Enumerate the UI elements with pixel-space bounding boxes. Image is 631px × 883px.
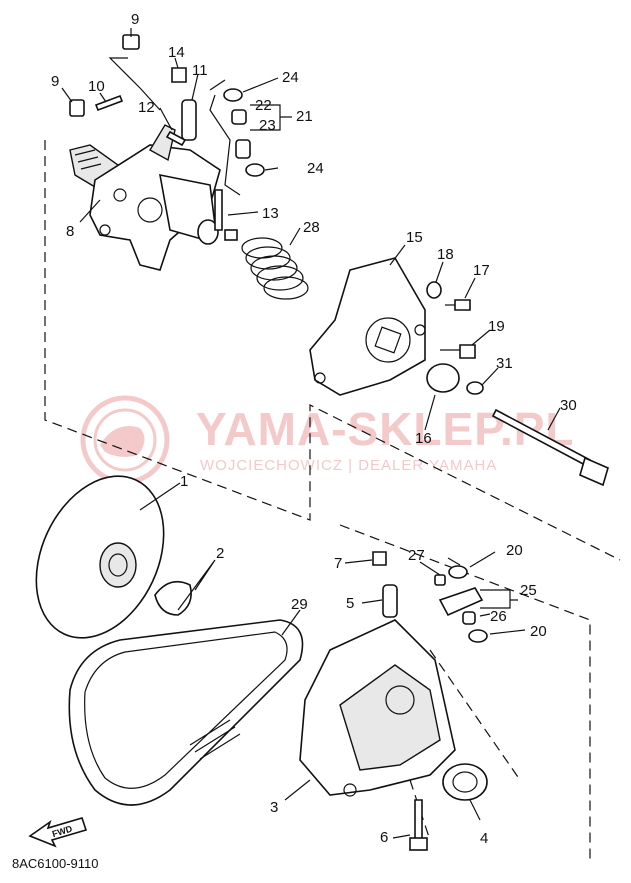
bushing-part-26 <box>462 611 476 625</box>
callout-17: 17 <box>473 262 490 279</box>
callout-26: 26 <box>490 608 507 625</box>
callout-5: 5 <box>346 595 354 612</box>
callout-16: 16 <box>415 430 432 447</box>
lower-small-parts <box>372 551 488 851</box>
washer-part-24a <box>223 88 243 102</box>
callout-21: 21 <box>296 108 313 125</box>
watermark-logo-icon <box>80 395 170 485</box>
callout-22: 22 <box>255 97 272 114</box>
pin-part-27 <box>434 574 446 586</box>
callout-27: 27 <box>408 547 425 564</box>
bushing-part-22 <box>231 109 247 125</box>
callout-3: 3 <box>270 799 278 816</box>
washer-part-24b <box>245 163 265 177</box>
primary-sliding-sheave-part-8 <box>69 124 221 271</box>
washer-part-20a <box>448 565 468 579</box>
watermark-title: YAMA-SKLEP.PL <box>196 403 575 455</box>
diagram-code: 8AC6100-9110 <box>12 856 99 871</box>
fwd-arrow-icon: FWD <box>28 817 88 848</box>
callout-11: 11 <box>192 62 208 79</box>
callout-8: 8 <box>66 223 74 240</box>
secondary-sliding-sheave-part-3 <box>299 619 456 797</box>
assembly-boundary-lines <box>44 140 621 860</box>
bolt-part-6 <box>414 799 423 841</box>
bolt-part-19 <box>459 344 476 359</box>
primary-sheave-cap-part-15 <box>309 257 426 396</box>
bushing-part-16 <box>426 363 460 393</box>
callout-24a: 24 <box>282 69 299 86</box>
callout-30: 30 <box>560 397 577 414</box>
slider-part-2 <box>154 580 192 616</box>
bushing-part-23 <box>235 139 251 159</box>
collar-part-5 <box>382 584 398 618</box>
callout-1: 1 <box>180 473 188 490</box>
callout-20a: 20 <box>506 542 523 559</box>
callout-7: 7 <box>334 555 342 572</box>
callout-9b: 9 <box>51 73 59 90</box>
callout-24b: 24 <box>307 160 324 177</box>
leader-lines <box>61 28 561 839</box>
callout-18: 18 <box>437 246 454 263</box>
callout-9a: 9 <box>131 11 139 28</box>
slider-part-9a <box>122 34 140 50</box>
callout-20b: 20 <box>530 623 547 640</box>
watermark: YAMA-SKLEP.PL WOJCIECHOWICZ | DEALER YAM… <box>80 395 575 485</box>
washer-part-18 <box>426 281 442 299</box>
compression-spring-part-28 <box>241 237 309 300</box>
callout-2: 2 <box>216 545 224 562</box>
weight-part-25 <box>438 587 484 617</box>
spring-part-12 <box>165 130 187 147</box>
slider-part-9b <box>69 99 85 117</box>
upper-small-parts <box>69 34 265 241</box>
bearing-part-4 <box>442 763 488 801</box>
callout-19: 19 <box>488 318 505 335</box>
cap-fasteners <box>426 281 609 487</box>
callout-14: 14 <box>168 44 185 61</box>
callout-15: 15 <box>406 229 423 246</box>
callout-28: 28 <box>303 219 320 236</box>
callout-25: 25 <box>520 582 537 599</box>
nut-part-7 <box>372 551 387 566</box>
pin-part-10 <box>94 94 124 112</box>
secondary-fixed-sheave-part-1 <box>35 475 165 639</box>
callout-4: 4 <box>480 830 488 847</box>
washer-part-20b <box>468 629 488 643</box>
nut-part-14 <box>171 67 187 83</box>
watermark-subtitle: WOJCIECHOWICZ | DEALER YAMAHA <box>200 457 497 474</box>
collar-part-11 <box>181 99 197 141</box>
callout-29: 29 <box>291 596 308 613</box>
bolt-part-17 <box>454 299 471 311</box>
callout-10: 10 <box>88 78 105 95</box>
callout-23: 23 <box>259 117 276 134</box>
callout-13: 13 <box>262 205 279 222</box>
v-belt-part-29 <box>68 619 304 806</box>
callout-6: 6 <box>380 829 388 846</box>
callout-numbers: 9 14 11 24 9 10 22 12 21 23 24 13 28 8 1… <box>51 11 577 847</box>
washer-part-31 <box>466 381 484 395</box>
callout-12: 12 <box>138 99 155 116</box>
bolt-part-13 <box>214 189 223 231</box>
callout-31: 31 <box>496 355 513 372</box>
